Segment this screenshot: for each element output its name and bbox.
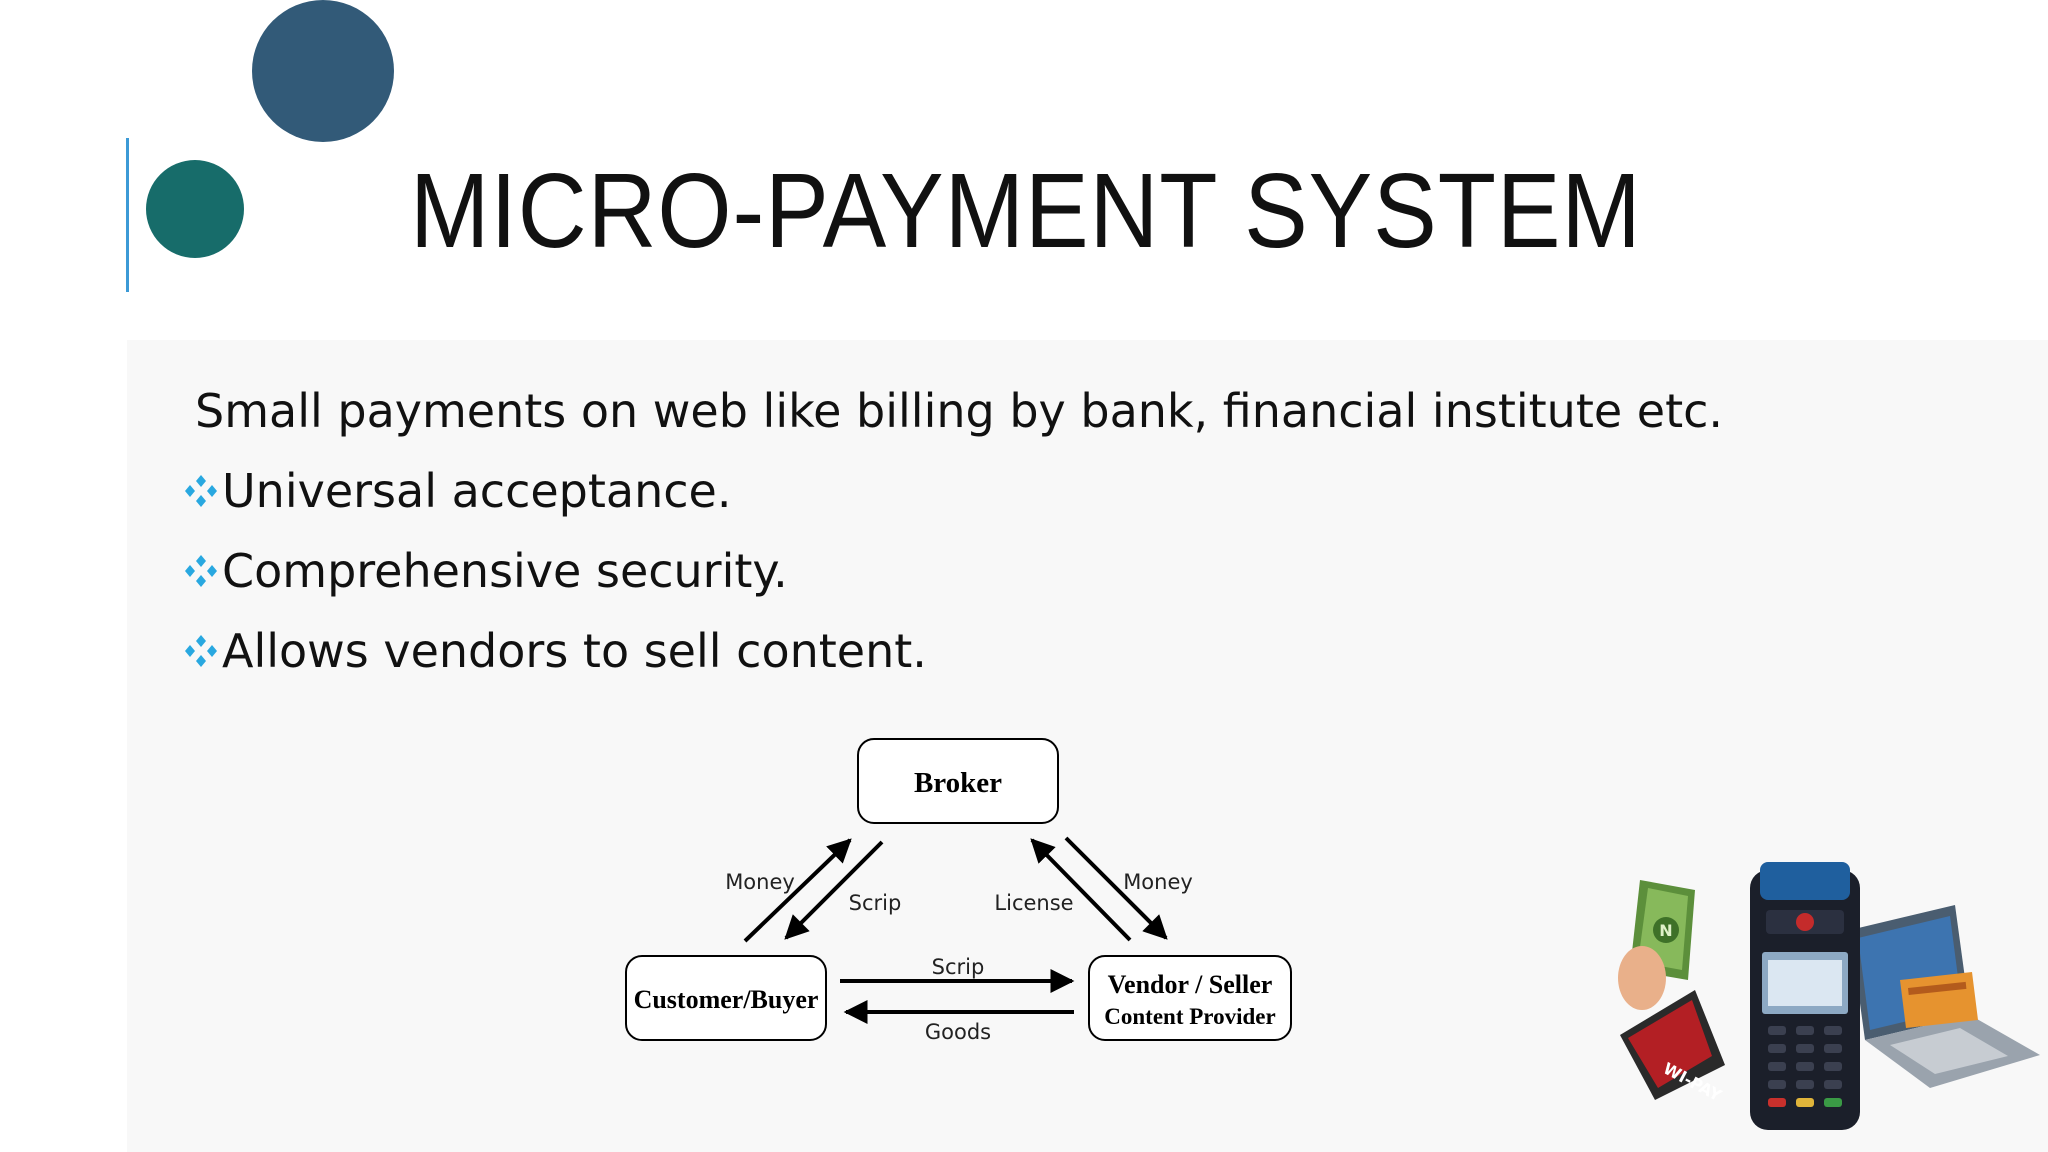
bullet-item: Universal acceptance.	[182, 468, 731, 514]
intro-text: Small payments on web like billing by ba…	[195, 384, 1724, 438]
decorative-circle-small	[146, 160, 244, 258]
bullet-text: Comprehensive security.	[222, 544, 788, 598]
content-background	[127, 340, 2048, 1152]
bullet-item: Allows vendors to sell content.	[182, 628, 927, 674]
svg-text:N: N	[1659, 921, 1672, 940]
credit-card-icon	[1900, 972, 1978, 1028]
bullet-item: Comprehensive security.	[182, 548, 788, 594]
payment-terminal-illustration: N WI-PAY	[1618, 862, 2040, 1130]
slide-title: MICRO-PAYMENT SYSTEM	[410, 152, 1642, 270]
four-diamond-bullet-icon	[185, 555, 217, 587]
four-diamond-bullet-icon	[185, 475, 217, 507]
decorative-vertical-line	[126, 138, 129, 292]
bullet-text: Universal acceptance.	[222, 464, 732, 518]
decorative-circle-large	[252, 0, 394, 142]
pos-terminal-icon	[1750, 862, 1860, 1130]
hand-with-phone-icon: N WI-PAY	[1618, 880, 1725, 1105]
four-diamond-bullet-icon	[185, 635, 217, 667]
bullet-text: Allows vendors to sell content.	[222, 624, 927, 678]
